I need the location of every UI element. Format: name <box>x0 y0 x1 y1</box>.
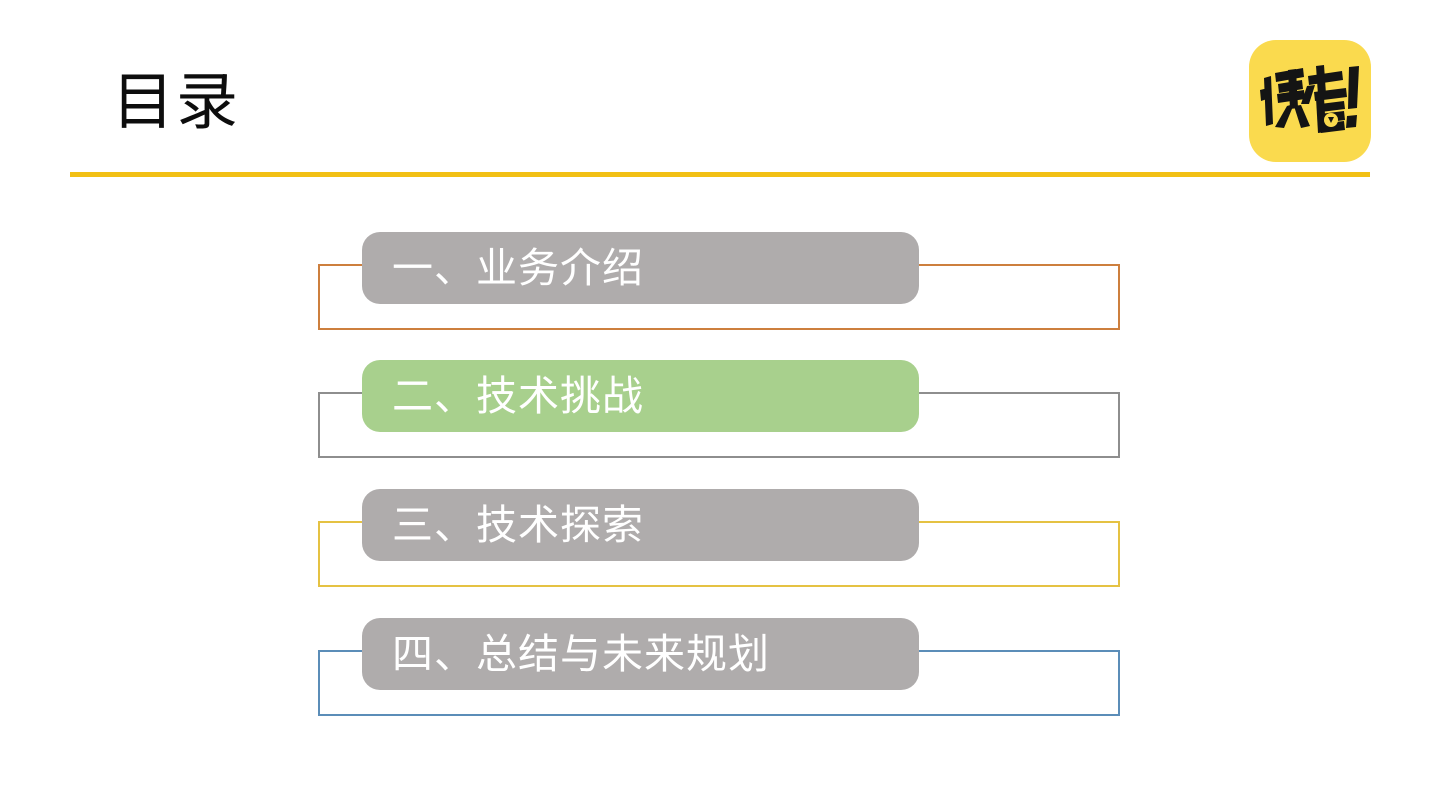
agenda-item-1-pill[interactable]: 一、业务介绍 <box>362 232 919 304</box>
page-title: 目录 <box>112 68 241 137</box>
agenda-item-3-pill[interactable]: 三、技术探索 <box>362 489 919 561</box>
agenda-item-2-label: 二、技术挑战 <box>392 372 644 419</box>
kuaikan-logo-mark <box>1260 65 1359 133</box>
agenda-item-2-pill[interactable]: 二、技术挑战 <box>362 360 919 432</box>
agenda-item-4[interactable]: 四、总结与未来规划 <box>0 606 1440 736</box>
agenda-item-3-label: 三、技术探索 <box>392 501 644 548</box>
kuaikan-logo <box>1249 40 1371 162</box>
agenda-item-4-label: 四、总结与未来规划 <box>392 630 770 677</box>
title-divider-rule <box>70 172 1370 177</box>
agenda-item-2[interactable]: 二、技术挑战 <box>0 348 1440 478</box>
agenda-item-1[interactable]: 一、业务介绍 <box>0 220 1440 350</box>
agenda-item-3[interactable]: 三、技术探索 <box>0 477 1440 607</box>
agenda-item-4-pill[interactable]: 四、总结与未来规划 <box>362 618 919 690</box>
agenda-item-1-label: 一、业务介绍 <box>392 244 644 291</box>
coin-accent-glyph <box>1328 117 1334 123</box>
